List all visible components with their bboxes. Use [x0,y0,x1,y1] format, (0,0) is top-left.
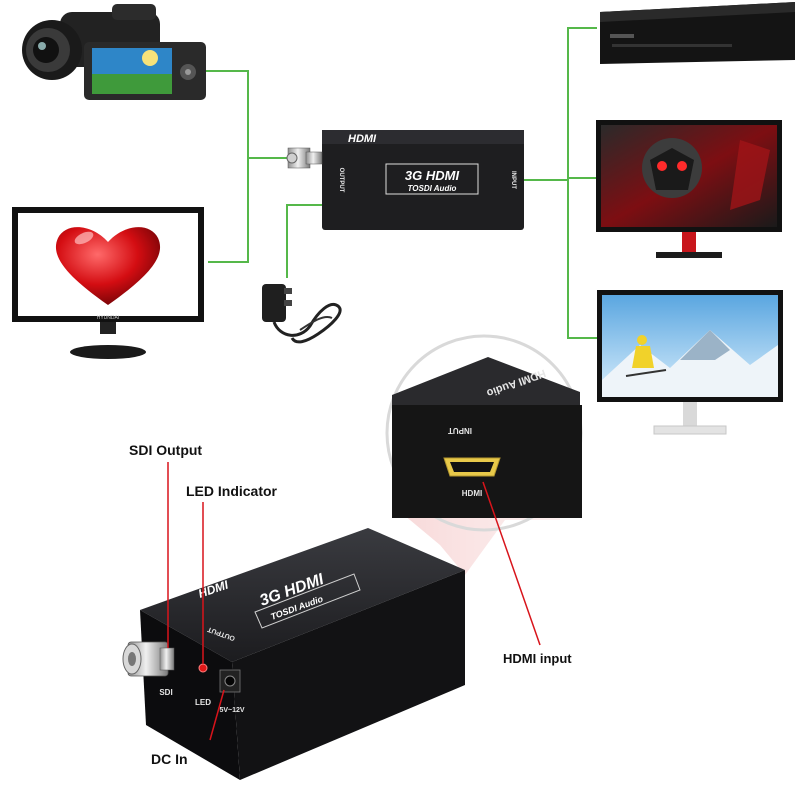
led-indicator-icon [198,663,208,673]
callout-hdmi-input: HDMI input [503,651,572,666]
main-box-sdi-label: SDI [159,688,172,697]
main-box-led-label: LED [195,698,211,707]
heart-tv-icon: HYUNDAI [12,207,204,359]
power-adapter-icon [262,284,342,344]
hdmi-port-icon [443,457,501,477]
converter-box-top: HDMI 3G HDMI TOSDI Audio OUTPUT INPUT [322,130,524,230]
bnc-connector-icon [286,147,323,169]
callout-sdi-output: SDI Output [129,442,202,458]
line-power [286,204,324,278]
top-box-output-label: OUTPUT [338,168,344,193]
callout-line-dc [209,689,225,741]
gaming-monitor-icon [596,120,782,258]
top-box-model-line2: TOSDI Audio [408,184,457,193]
callout-line-hdmi [482,481,541,646]
ski-monitor-icon [597,290,783,435]
top-box-input-label: INPUT [510,171,516,189]
line-displays [567,27,597,339]
camcorder-icon [22,4,206,100]
tv-brand-label: HYUNDAI [97,315,120,321]
main-box-dc-label: 5V~12V [219,707,244,714]
line-camcorder [205,70,249,263]
connection-lines [205,27,597,339]
callout-lines [167,462,541,741]
zoom-input-label: INPUT [448,426,472,435]
converter-box-main: HDMI 3G HDMI TOSDI Audio OUTPUT [140,528,465,780]
sdi-bnc-connector-icon [122,641,175,677]
zoom-bubble: HDMI Audio INPUT HDMI [385,334,583,532]
dc-jack-icon [219,669,241,693]
callout-dc-in: DC In [151,751,188,767]
top-box-logo: HDMI [348,133,377,145]
callout-led-indicator: LED Indicator [186,483,278,499]
zoom-port-label: HDMI [462,489,482,498]
top-box-model-line1: 3G HDMI [405,168,460,183]
bluray-player-icon [600,2,795,64]
